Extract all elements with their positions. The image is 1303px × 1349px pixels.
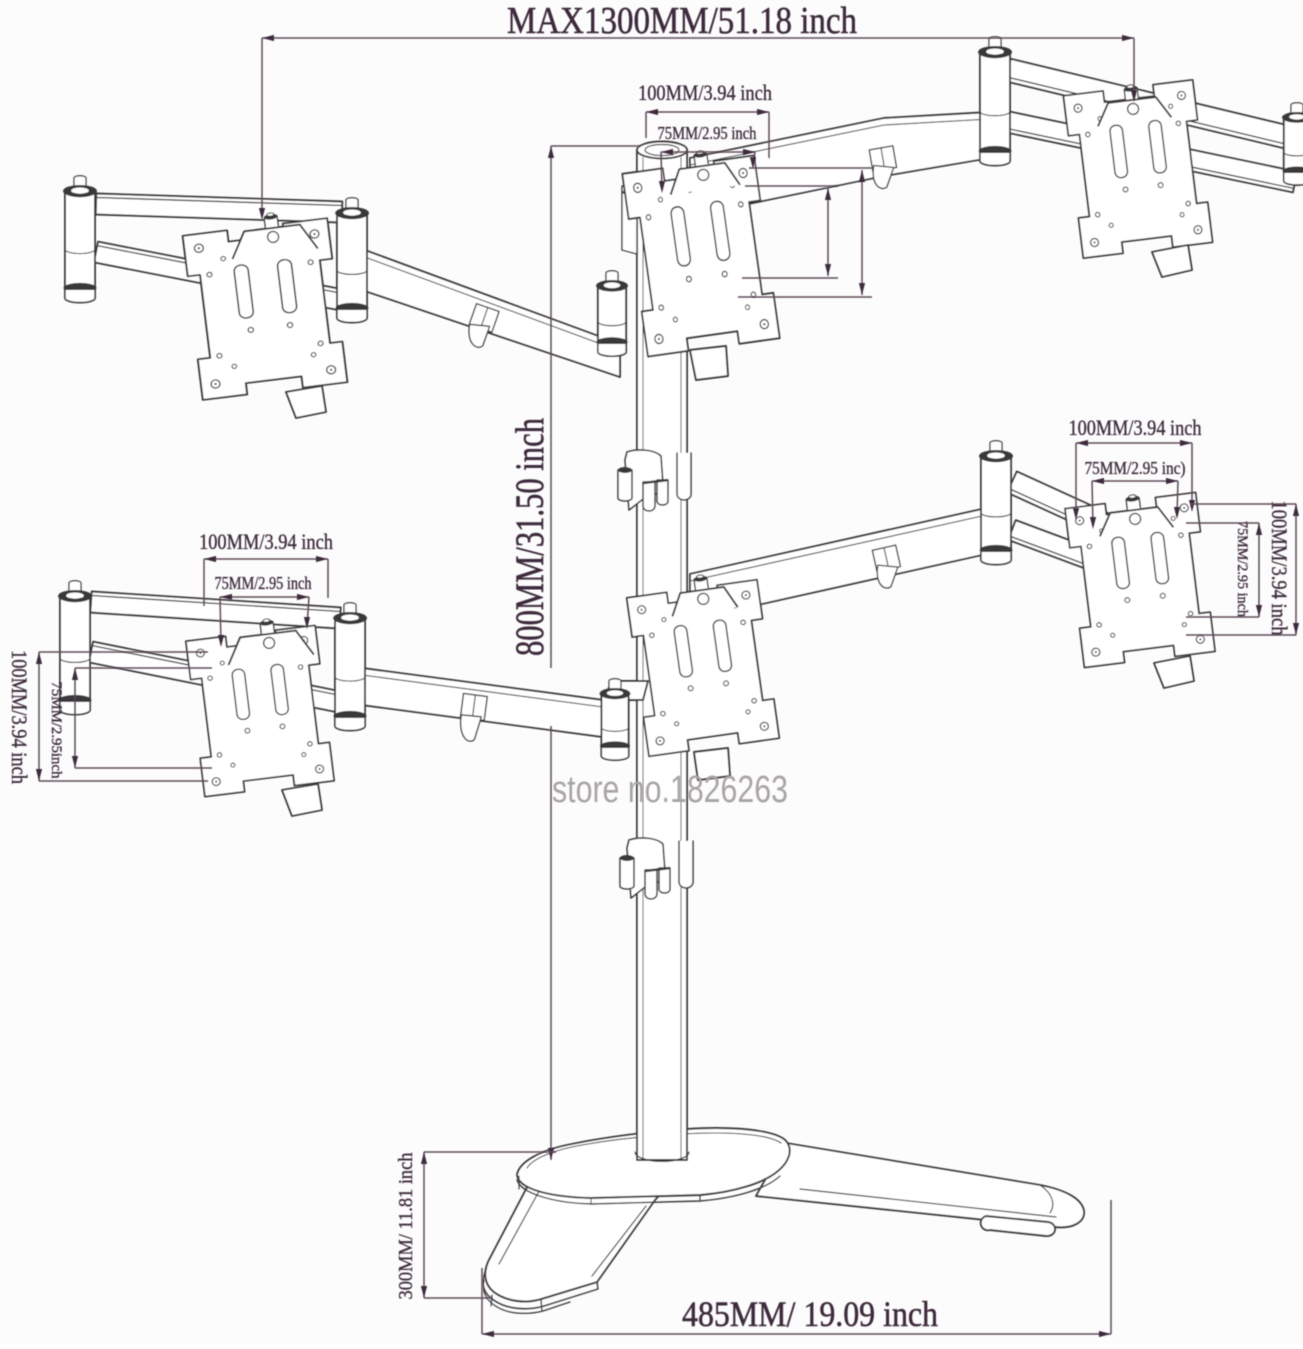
svg-text:100MM/3.94 inch: 100MM/3.94 inch — [199, 529, 333, 554]
svg-text:75MM/2.95 inch: 75MM/2.95 inch — [1234, 521, 1250, 617]
svg-text:MAX1300MM/51.18 inch: MAX1300MM/51.18 inch — [507, 0, 857, 42]
svg-text:100MM/3.94 inch: 100MM/3.94 inch — [638, 80, 772, 105]
svg-text:75MM/2.95 inch: 75MM/2.95 inch — [658, 123, 757, 143]
svg-text:store no.1826263: store no.1826263 — [552, 769, 788, 811]
svg-text:100MM/3.94 inch: 100MM/3.94 inch — [7, 650, 32, 784]
svg-text:100MM/3.94 inch: 100MM/3.94 inch — [1267, 501, 1292, 636]
svg-text:75MM/2.95 inc): 75MM/2.95 inc) — [1085, 458, 1186, 479]
svg-text:75MM/2.95 inch: 75MM/2.95 inch — [215, 573, 312, 593]
svg-text:75MM/2.95inch: 75MM/2.95inch — [48, 682, 64, 779]
svg-text:100MM/3.94 inch: 100MM/3.94 inch — [1069, 415, 1202, 440]
svg-text:800MM/31.50 inch: 800MM/31.50 inch — [507, 418, 552, 656]
svg-text:485MM/ 19.09 inch: 485MM/ 19.09 inch — [682, 1294, 938, 1334]
svg-text:300MM/ 11.81 inch: 300MM/ 11.81 inch — [395, 1153, 417, 1300]
